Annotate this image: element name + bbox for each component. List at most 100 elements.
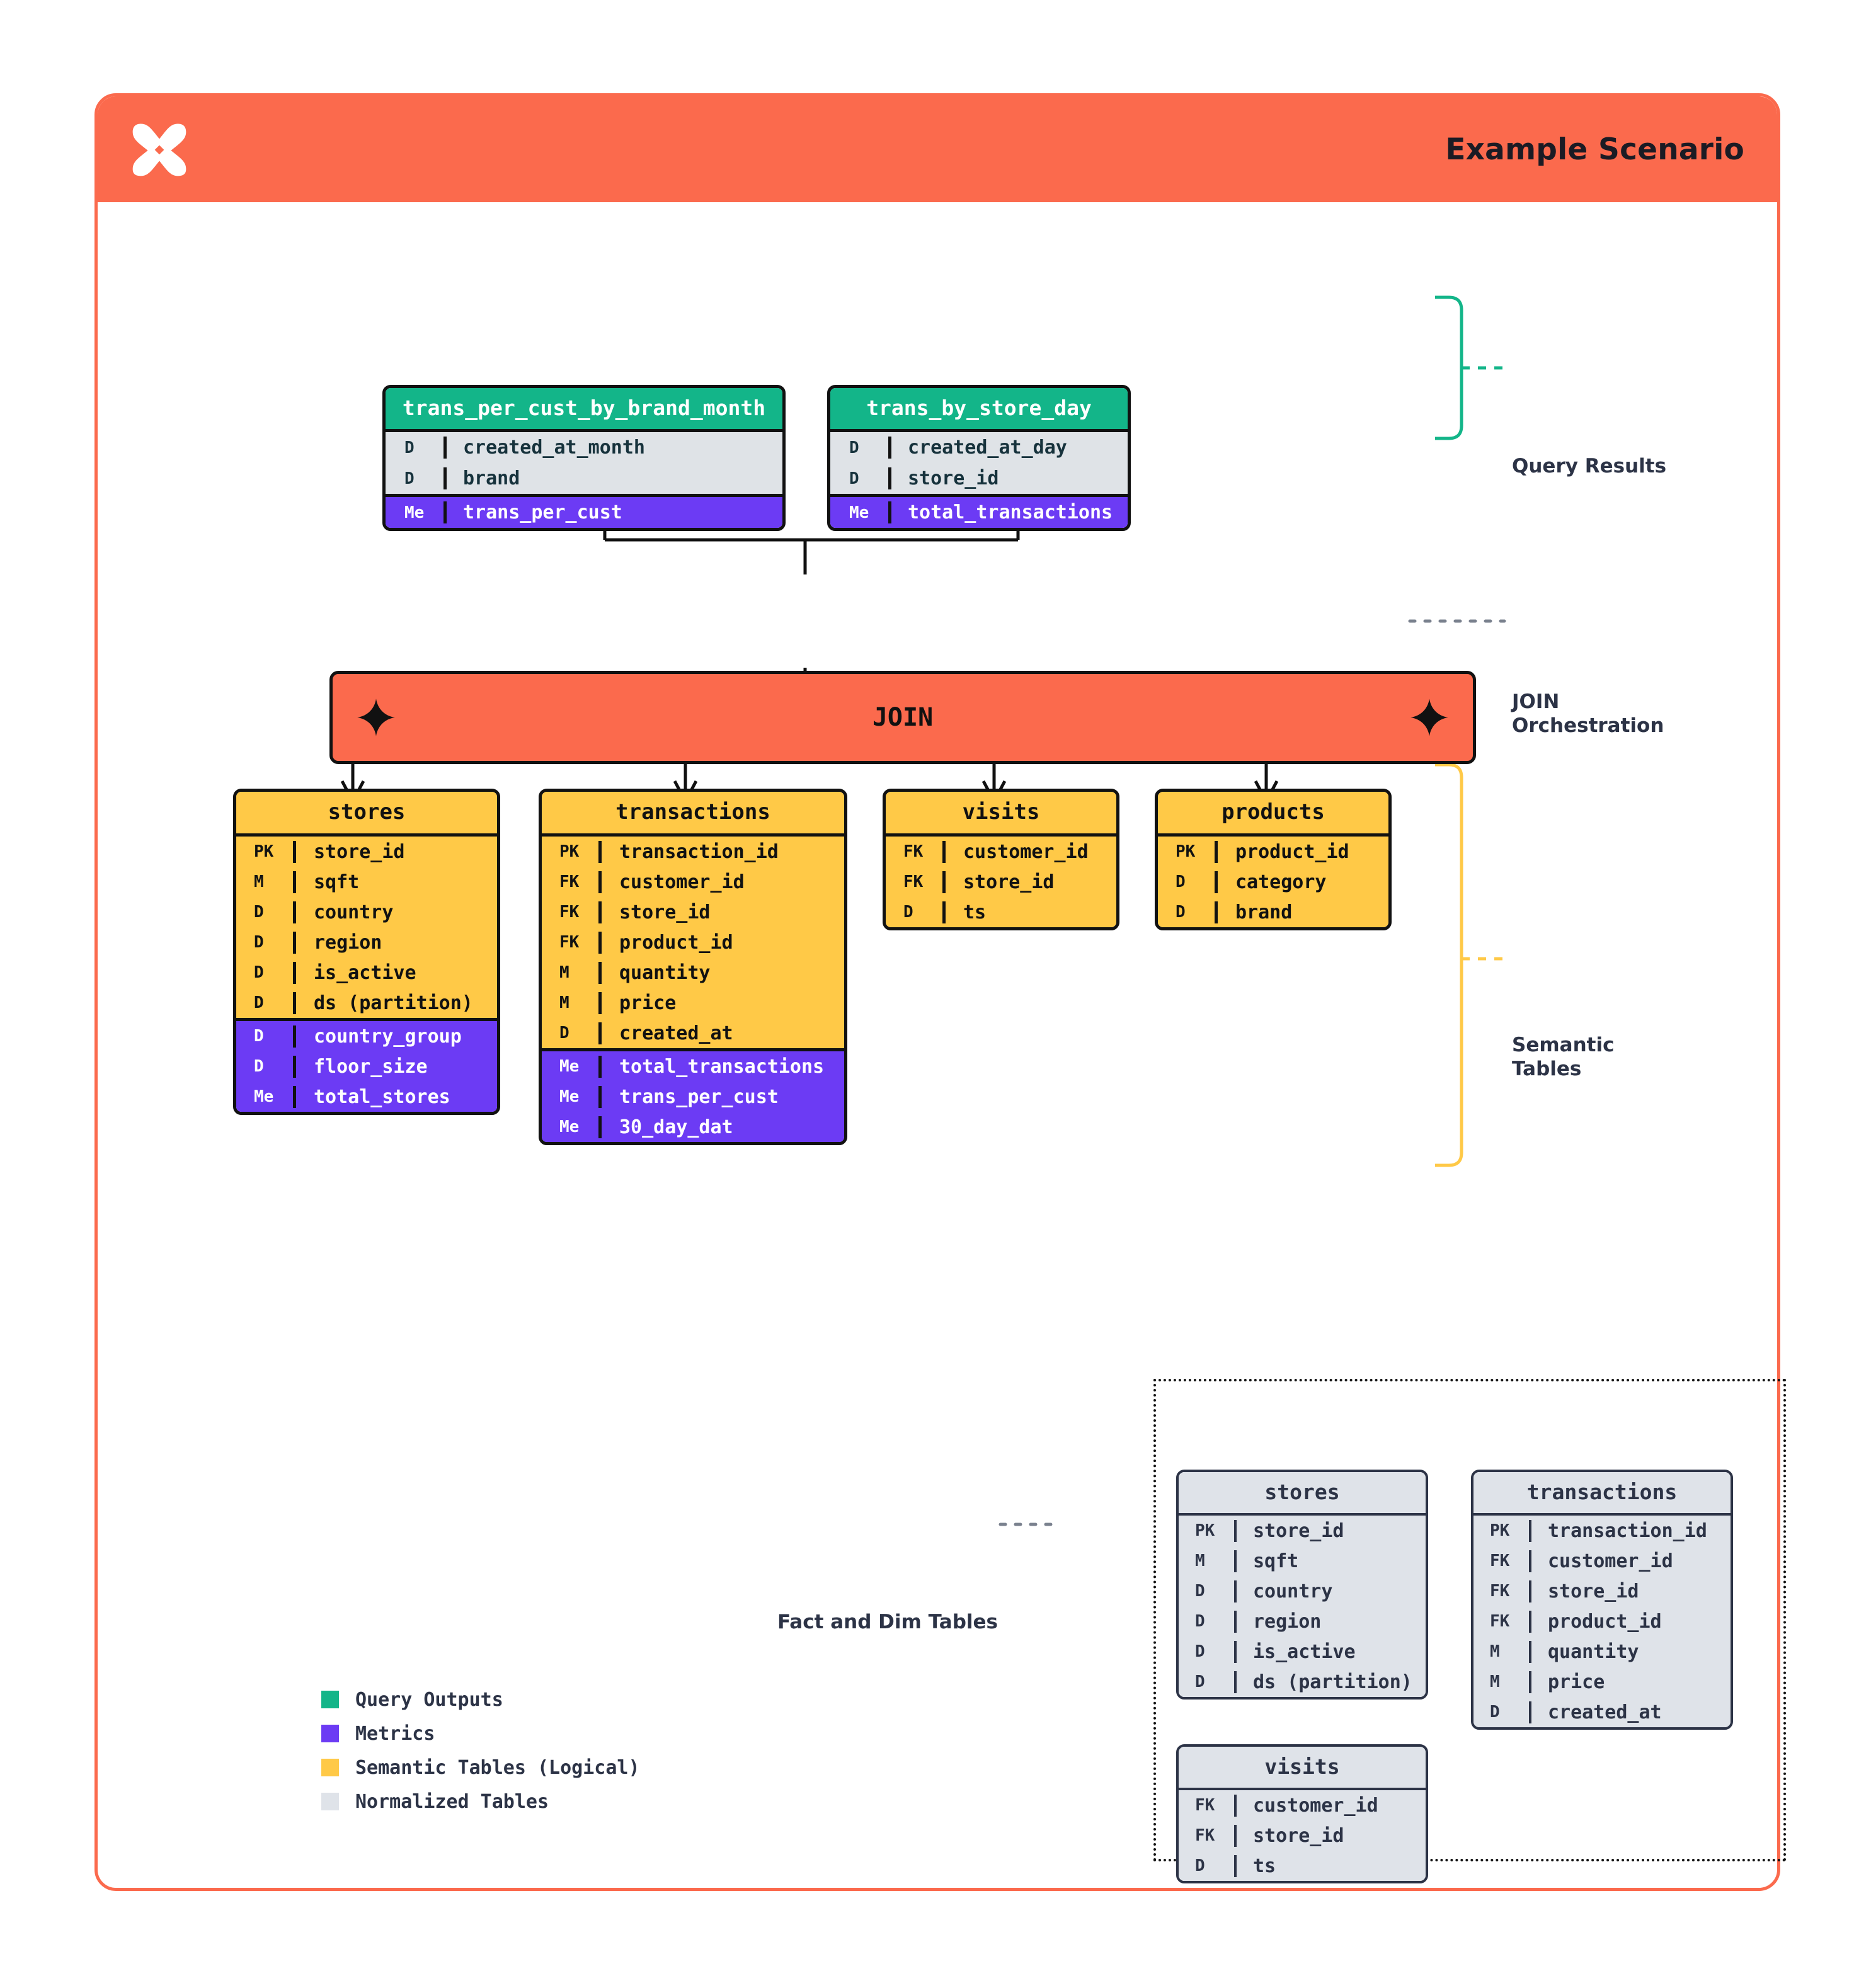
table-row: D created_at_month — [386, 432, 782, 463]
dimension-section: D created_at_month D brand — [386, 429, 782, 494]
row-field: transaction_id — [598, 840, 844, 863]
join-orchestration-bar[interactable]: JOIN — [329, 671, 1476, 764]
row-key: Me — [254, 1087, 274, 1106]
row-key: FK — [559, 903, 580, 922]
row-key: D — [1490, 1703, 1500, 1722]
legend-label: Query Outputs — [355, 1688, 503, 1711]
legend-label: Normalized Tables — [355, 1790, 549, 1813]
sparkle-icon — [357, 699, 395, 736]
legend-label: Metrics — [355, 1722, 435, 1745]
row-field: store_id — [598, 901, 844, 923]
metric-section: Me trans_per_cust — [386, 494, 782, 528]
row-key: FK — [903, 872, 924, 891]
legend-swatch-semantic-tables — [321, 1759, 339, 1776]
row-field: customer_id — [598, 871, 844, 893]
row-field: country — [1234, 1580, 1426, 1602]
row-key: PK — [1176, 842, 1196, 861]
row-key: PK — [254, 842, 274, 861]
row-field: total_transactions — [598, 1055, 844, 1078]
row-field: created_at_day — [888, 437, 1128, 459]
row-field: is_active — [1234, 1640, 1426, 1663]
row-key: D — [849, 469, 859, 488]
row-field: total_stores — [293, 1085, 497, 1108]
row-field: sqft — [293, 871, 497, 893]
row-field: product_id — [598, 931, 844, 954]
row-key: M — [1195, 1551, 1205, 1570]
row-field: store_id — [888, 467, 1128, 489]
legend-item: Query Outputs — [321, 1682, 640, 1717]
query-table-trans-by-store-day[interactable]: trans_by_store_day D created_at_day D st… — [827, 385, 1131, 531]
annotation-fact-and-dim-tables: Fact and Dim Tables — [777, 1611, 998, 1633]
row-key: PK — [1195, 1521, 1215, 1540]
row-key: Me — [559, 1057, 580, 1076]
row-field: store_id — [1234, 1824, 1426, 1847]
table-row: Me trans_per_cust — [386, 497, 782, 528]
row-field: customer_id — [942, 840, 1116, 863]
table-row: FK store_id — [1179, 1820, 1426, 1851]
row-field: ts — [1234, 1854, 1426, 1877]
row-key: D — [254, 1027, 264, 1046]
row-field: brand — [443, 467, 782, 489]
row-field: quantity — [1529, 1640, 1731, 1663]
row-key: D — [903, 903, 913, 922]
row-key: FK — [1195, 1826, 1215, 1845]
row-key: D — [1195, 1856, 1205, 1875]
row-key: FK — [559, 872, 580, 891]
legend-item: Metrics — [321, 1717, 640, 1751]
row-key: D — [1195, 1642, 1205, 1661]
row-key: D — [404, 438, 415, 457]
row-key: M — [559, 993, 569, 1012]
row-field: sqft — [1234, 1550, 1426, 1572]
row-key: D — [254, 1057, 264, 1076]
table-row: FK customer_id — [542, 867, 844, 897]
table-title: trans_by_store_day — [830, 388, 1128, 429]
row-field: customer_id — [1529, 1550, 1731, 1572]
annotation-line: Tables — [1512, 1058, 1582, 1081]
query-table-trans-per-cust-by-brand-month[interactable]: trans_per_cust_by_brand_month D created_… — [382, 385, 786, 531]
row-field: floor_size — [293, 1055, 497, 1078]
annotation-line: Orchestration — [1512, 714, 1664, 738]
table-row: D created_at_day — [830, 432, 1128, 463]
row-key: D — [404, 469, 415, 488]
row-field: region — [1234, 1610, 1426, 1633]
table-title: transactions — [1473, 1472, 1731, 1513]
row-key: D — [1195, 1612, 1205, 1631]
legend-swatch-normalized-tables — [321, 1793, 339, 1810]
row-field: quantity — [598, 961, 844, 984]
row-field: customer_id — [1234, 1794, 1426, 1817]
annotation-semantic-tables: Semantic Tables — [1512, 1033, 1614, 1082]
join-label: JOIN — [872, 703, 934, 732]
row-field: ts — [942, 901, 1116, 923]
row-key: D — [1195, 1672, 1205, 1691]
scenario-card: Example Scenario — [94, 93, 1786, 1891]
row-field: total_transactions — [888, 501, 1128, 523]
row-key: D — [1176, 872, 1186, 891]
row-field: 30_day_dat — [598, 1116, 844, 1138]
table-title: trans_per_cust_by_brand_month — [386, 388, 782, 429]
legend-swatch-metrics — [321, 1725, 339, 1742]
row-key: M — [559, 963, 569, 982]
